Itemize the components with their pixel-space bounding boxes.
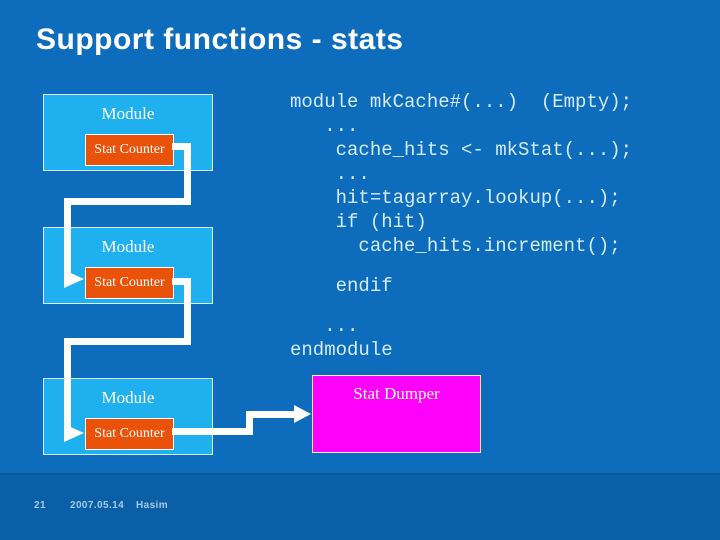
module-box-3: Module Stat Counter xyxy=(43,378,213,455)
code-line xyxy=(290,258,632,274)
stat-counter-box-2: Stat Counter xyxy=(85,267,174,299)
stat-dumper-label: Stat Dumper xyxy=(353,384,440,403)
code-line: ... xyxy=(290,315,359,337)
code-line: ... xyxy=(290,163,370,185)
connector2-segment xyxy=(184,278,191,345)
connector2-arrowhead-icon xyxy=(64,424,84,442)
stat-dumper-box: Stat Dumper xyxy=(312,375,481,453)
code-line: if (hit) xyxy=(290,211,427,233)
module-label-1: Module xyxy=(101,104,155,123)
code-line: endmodule xyxy=(290,339,393,361)
connector2-segment xyxy=(172,278,191,285)
code-line: hit=tagarray.lookup(...); xyxy=(290,187,621,209)
connector3-segment xyxy=(246,411,296,418)
connector3-segment xyxy=(172,428,253,435)
code-line: cache_hits.increment(); xyxy=(290,235,621,257)
code-line: module mkCache#(...) (Empty); xyxy=(290,91,633,113)
code-block: module mkCache#(...) (Empty); ... cache_… xyxy=(290,90,632,362)
code-line xyxy=(290,298,632,314)
module-box-1: Module Stat Counter xyxy=(43,94,213,171)
code-line: cache_hits <- mkStat(...); xyxy=(290,139,633,161)
connector2-segment xyxy=(64,338,191,345)
connector3-arrowhead-icon xyxy=(294,405,311,423)
connector1-segment xyxy=(64,198,191,205)
module-label-3: Module xyxy=(101,388,155,407)
connector1-arrowhead-icon xyxy=(64,270,84,288)
slide-title: Support functions - stats xyxy=(36,23,404,56)
footer-author: Hasim xyxy=(136,500,169,511)
code-line: endif xyxy=(290,275,393,297)
stat-counter-box-1: Stat Counter xyxy=(85,134,174,166)
connector1-segment xyxy=(172,143,191,150)
footer-band xyxy=(0,473,720,540)
connector3-segment xyxy=(246,411,253,435)
code-line: ... xyxy=(290,115,359,137)
connector2-segment xyxy=(64,338,71,428)
connector1-segment xyxy=(184,143,191,205)
connector1-segment xyxy=(64,198,71,274)
stat-counter-box-3: Stat Counter xyxy=(85,418,174,450)
page-number: 21 xyxy=(34,500,46,511)
footer-date: 2007.05.14 xyxy=(70,500,125,511)
module-label-2: Module xyxy=(101,237,155,256)
